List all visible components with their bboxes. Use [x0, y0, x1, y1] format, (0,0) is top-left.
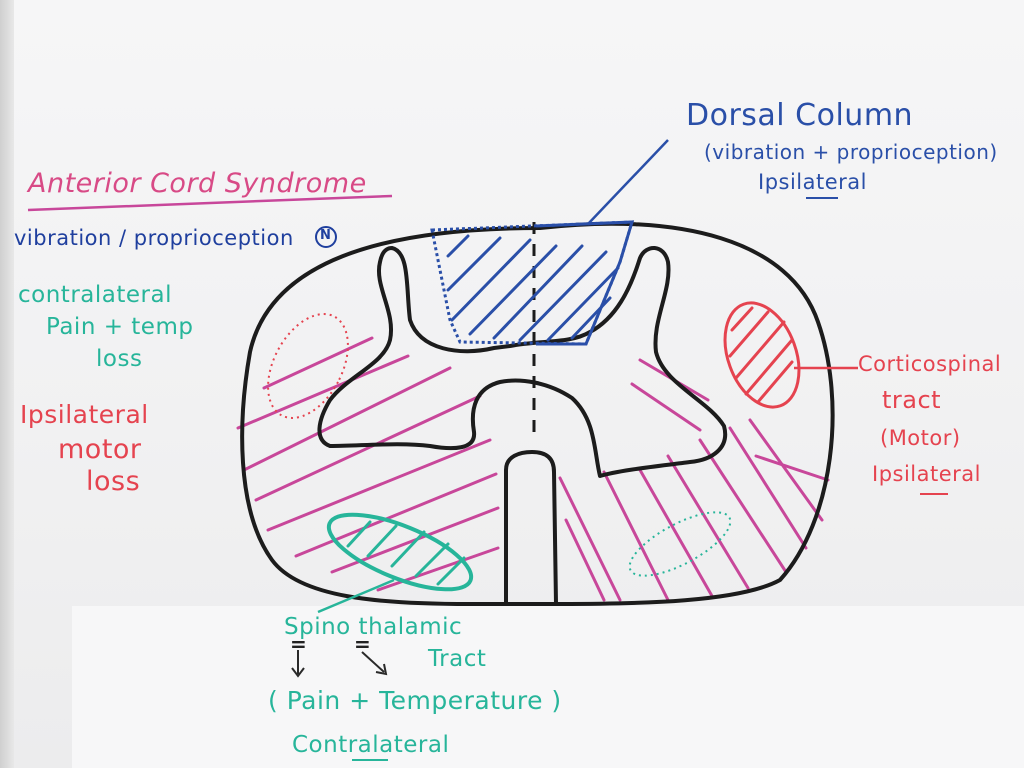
grey-matter-outline: [317, 246, 728, 478]
ipsilateral-note-line1: Ipsilateral: [20, 400, 149, 429]
spinal-cord-outline: [240, 221, 835, 606]
badge-circle: [315, 226, 337, 248]
vibration-badge: N: [320, 228, 332, 243]
vibration-note: vibration / proprioception: [14, 226, 294, 250]
title-underline: [27, 194, 393, 212]
dorsal-column-region: [430, 220, 635, 346]
dorsal-column-title: Dorsal Column: [686, 98, 914, 133]
corticospinal-line1: Corticospinal: [858, 352, 1002, 376]
dorsal-column-detail: (vibration + proprioception): [704, 140, 998, 164]
spinothalamic-line2: Tract: [428, 646, 487, 672]
spinothalamic-mark-2: =: [354, 632, 372, 656]
contralateral-note-line3: loss: [96, 346, 143, 372]
whiteboard-lower-panel: [72, 606, 1024, 768]
contralateral-note-line1: contralateral: [18, 282, 172, 308]
corticospinal-tract-region: [723, 301, 801, 409]
spinothalamic-line1: Spino thalamic: [284, 614, 463, 640]
contralateral-note-line2: Pain + temp: [46, 314, 194, 340]
anterior-infarct-hatching: [236, 336, 830, 602]
spinothalamic-arrows: [291, 650, 388, 678]
whiteboard-frame: [0, 0, 14, 768]
dorsal-column-pointer: [587, 139, 669, 225]
spinothalamic-mark-1: =: [290, 632, 308, 656]
ipsilateral-note-line3: loss: [86, 466, 141, 497]
corticospinal-line4: Ipsilateral: [872, 462, 981, 486]
dorsal-column-side: Ipsilateral: [758, 170, 867, 194]
page-title: Anterior Cord Syndrome: [28, 168, 367, 199]
corticospinal-line2: tract: [882, 386, 942, 414]
spinothalamic-tract-region: [326, 512, 474, 592]
corticospinal-line3: (Motor): [880, 426, 961, 450]
ipsilateral-note-line2: motor: [58, 434, 142, 465]
spinothalamic-pointer: [317, 578, 395, 614]
spinothalamic-detail: ( Pain + Temperature ): [268, 686, 562, 715]
anterior-fissure-outline: [504, 449, 558, 605]
spinothalamic-side: Contralateral: [292, 732, 450, 758]
left-corticospinal-dotted: [267, 313, 349, 419]
right-spinothalamic-dotted: [628, 511, 732, 577]
